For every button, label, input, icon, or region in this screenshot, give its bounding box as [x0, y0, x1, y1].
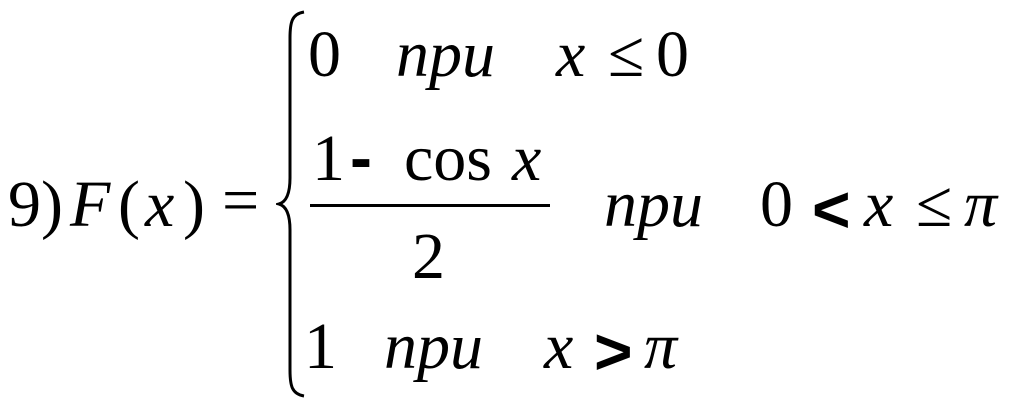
case2-condition-operator-leq: ≤ [916, 168, 953, 241]
case2-numerator-one: 1 [312, 122, 345, 195]
case2-condition-lower: 0 [760, 168, 793, 241]
function-variable: x [145, 168, 175, 241]
case2-numerator-cos: cos [404, 122, 492, 195]
case1-condition-variable: x [556, 18, 586, 91]
problem-number: 9) [8, 168, 63, 241]
fraction-bar [310, 204, 550, 207]
case2-numerator-minus: - [350, 120, 372, 194]
case3-condition-bound: π [644, 310, 678, 383]
equals-sign: = [222, 164, 260, 237]
close-paren: ) [183, 168, 205, 241]
case2-numerator-variable: x [512, 122, 542, 195]
function-name: F [70, 168, 111, 241]
case3-condition-variable: x [544, 310, 574, 383]
left-brace-icon [276, 10, 305, 398]
open-paren: ( [118, 168, 140, 241]
case2-denominator: 2 [412, 220, 445, 293]
case1-condition-word: npu [396, 18, 495, 91]
case2-condition-word: npu [604, 168, 703, 241]
case3-condition-word: npu [384, 310, 483, 383]
case1-condition-bound: 0 [656, 18, 689, 91]
case1-value: 0 [308, 18, 341, 91]
case2-condition-upper: π [964, 168, 998, 241]
case2-condition-operator-less: < [812, 172, 851, 246]
case2-condition-variable: x [864, 168, 894, 241]
case3-value: 1 [304, 310, 337, 383]
case3-condition-operator: > [594, 314, 633, 388]
case1-condition-operator: ≤ [608, 18, 645, 91]
